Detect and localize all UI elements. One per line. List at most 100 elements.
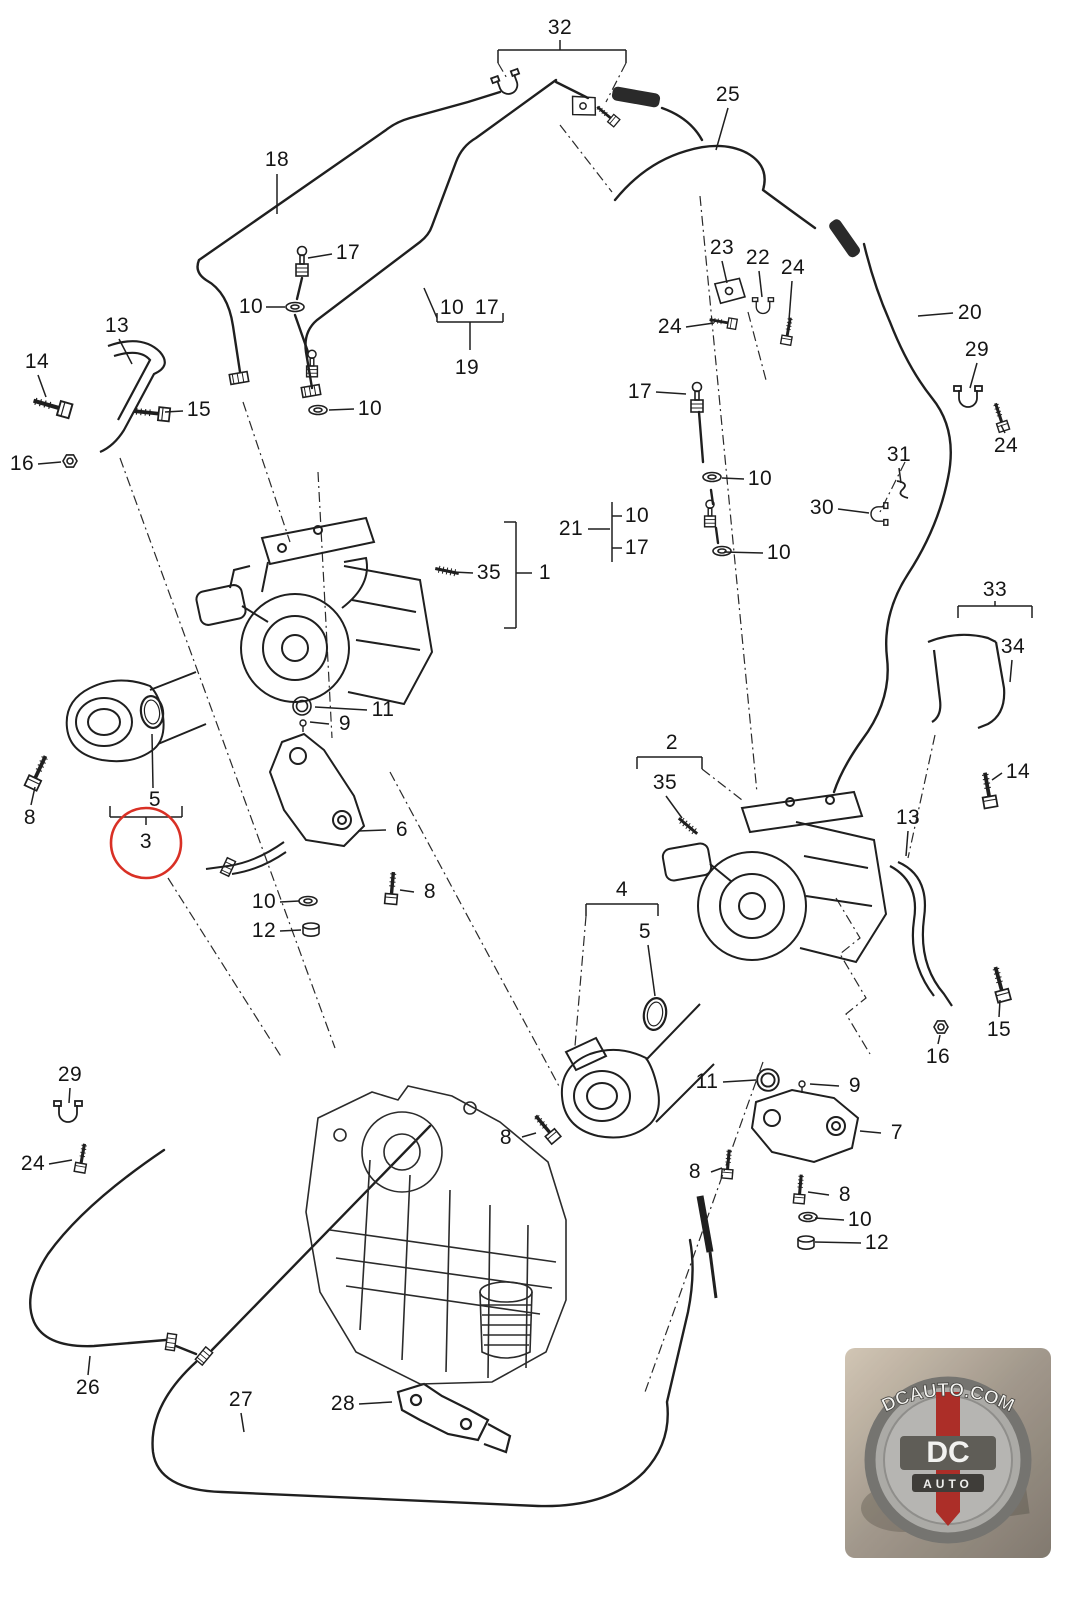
hose-section-right — [829, 219, 860, 258]
pipe-27 — [151, 1238, 694, 1508]
shield-33 — [927, 633, 1006, 730]
leader-line — [809, 1083, 840, 1087]
logo-name-plate — [900, 1436, 996, 1470]
clamp-glyph — [870, 502, 889, 526]
leader-line — [655, 391, 687, 395]
fitting-glyph — [194, 1346, 214, 1366]
leader-line — [48, 1159, 73, 1165]
clamp-glyph — [53, 1100, 83, 1123]
leader-line — [307, 253, 333, 259]
pipe-top-link — [554, 80, 704, 142]
turbo-assembly-1 — [65, 516, 434, 875]
stud-glyph — [433, 563, 461, 579]
logo-auto-plate — [912, 1474, 984, 1492]
leader-line — [859, 1130, 882, 1134]
leader-line — [37, 461, 62, 465]
banjo-glyph — [295, 245, 309, 277]
support-bracket-6 — [268, 732, 366, 848]
nut-glyph — [62, 454, 78, 468]
clip-glyph — [896, 480, 909, 499]
bolt-glyph — [32, 394, 73, 418]
bolt-glyph — [976, 769, 1000, 811]
ring-glyph — [292, 696, 312, 716]
leader-line — [279, 900, 300, 903]
plug-glyph — [302, 922, 320, 938]
logo-brand-dc: DC — [926, 1436, 969, 1469]
bolt-glyph — [719, 1147, 737, 1181]
leader-lines — [30, 40, 1033, 1433]
leader-line — [788, 280, 793, 321]
turbo-assembly-2 — [560, 790, 888, 1299]
strap-13-left — [99, 340, 166, 454]
leader-line — [991, 772, 1003, 781]
pipes — [29, 78, 952, 1508]
leader-line — [898, 467, 902, 484]
bolt-glyph — [529, 1110, 563, 1146]
leader-line — [721, 477, 745, 480]
leader-line — [279, 929, 302, 932]
strap-13-right — [889, 860, 953, 1007]
leader-line — [240, 1412, 245, 1433]
washer-glyph — [285, 301, 305, 313]
heat-shields — [99, 340, 1006, 1454]
leader-line — [68, 1087, 71, 1104]
oring-glyph — [137, 693, 167, 731]
leader-line — [37, 374, 47, 398]
pipe-21-links — [293, 276, 720, 545]
leader-line — [1000, 424, 1006, 434]
leader-line — [309, 721, 330, 725]
leader-line — [715, 107, 729, 151]
leader-line — [87, 1355, 91, 1376]
leader-line — [328, 408, 355, 411]
leader-line — [814, 1241, 862, 1244]
leader-line — [118, 338, 133, 365]
hose-section-top — [611, 86, 661, 108]
bolt-glyph — [707, 313, 739, 331]
support-bracket-7 — [750, 1088, 860, 1164]
leader-line — [807, 1191, 830, 1196]
pin-glyph — [299, 719, 307, 733]
pipe-19 — [304, 78, 558, 390]
fitting-glyph — [164, 1332, 178, 1352]
leader-line — [647, 944, 656, 997]
leader-line — [722, 1079, 757, 1083]
plate-glyph — [713, 277, 747, 305]
washer-glyph — [712, 545, 732, 557]
hardware-glyphs — [22, 67, 1013, 1366]
washer-glyph — [798, 1211, 818, 1223]
pipe-20 — [832, 242, 952, 794]
plate-glyph — [569, 93, 599, 119]
fitting-glyph — [228, 370, 250, 386]
bolt-glyph — [592, 101, 622, 129]
pipe-26 — [29, 1124, 432, 1356]
bolt-glyph — [72, 1141, 92, 1175]
banjo-glyph — [703, 499, 717, 528]
leader-line — [164, 410, 184, 413]
bolt-glyph — [22, 751, 54, 793]
outlet-elbow-2 — [560, 1048, 660, 1139]
bolt-glyph — [791, 1172, 809, 1206]
leader-line — [758, 270, 763, 298]
leader-line — [905, 830, 909, 857]
leader-line — [665, 795, 683, 819]
dcauto-logo-art: DC AUTO DCAUTO.COM — [845, 1348, 1051, 1558]
leader-line — [357, 829, 387, 832]
oring-glyph — [640, 995, 670, 1033]
leader-line — [314, 706, 368, 711]
logo-brand-auto: AUTO — [923, 1477, 973, 1491]
leader-line — [917, 312, 954, 317]
pipe-25 — [613, 144, 817, 230]
pipe-18 — [196, 90, 502, 374]
bolt-glyph — [382, 869, 402, 907]
ring-glyph — [756, 1068, 780, 1092]
leader-line — [814, 1217, 845, 1221]
leader-line — [710, 1167, 723, 1173]
washer-glyph — [298, 895, 318, 907]
bolt-glyph — [779, 315, 797, 347]
bracket-28 — [396, 1382, 512, 1454]
outlet-elbow-1 — [65, 679, 165, 763]
leader-line — [358, 1401, 393, 1405]
nut-glyph — [933, 1020, 949, 1034]
